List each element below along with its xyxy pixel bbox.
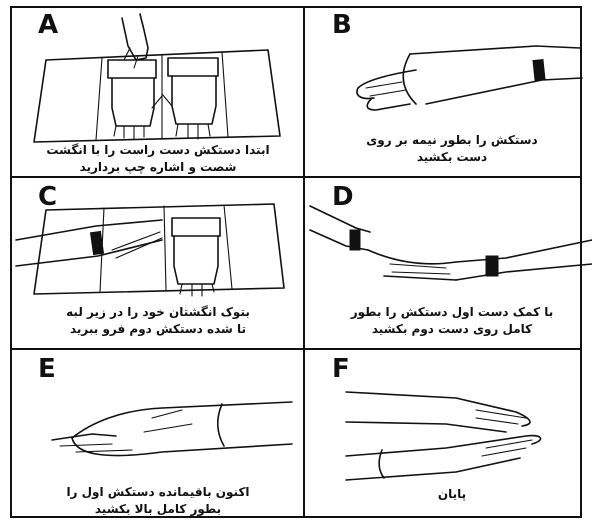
step-caption-d-line1: با کمک دست اول دستکش را بطور: [316, 304, 588, 321]
step-caption-d-line2: کامل روی دست دوم بکشید: [316, 321, 588, 338]
step-panel-b: B دستکش را بطور نیمه بر روی دست بکشید: [306, 8, 592, 178]
step-caption-d: با کمک دست اول دستکش را بطور کامل روی دس…: [316, 304, 588, 338]
step-panel-d: D با کمک دست اول دستکش را بطور کامل روی …: [306, 180, 592, 350]
step-caption-b-line2: دست بکشید: [316, 149, 588, 166]
step-caption-c: بتوک انگشتان خود را در زیر لبه تا شده دس…: [22, 304, 294, 338]
step-caption-a-line2: شصت و اشاره چپ بردارید: [22, 159, 294, 176]
step-letter-c: C: [38, 184, 57, 210]
step-panel-c: C بتوک انگشتان خود را در زیر لبه تا شده …: [12, 180, 304, 350]
step-caption-b: دستکش را بطور نیمه بر روی دست بکشید: [316, 132, 588, 166]
step-caption-f: پایان: [316, 486, 588, 503]
step-caption-b-line1: دستکش را بطور نیمه بر روی: [316, 132, 588, 149]
step-caption-c-line1: بتوک انگشتان خود را در زیر لبه: [22, 304, 294, 321]
step-caption-a-line1: ابتدا دستکش دست راست را با انگشت: [22, 142, 294, 159]
step-letter-d: D: [332, 184, 354, 210]
step-caption-f-line1: پایان: [316, 486, 588, 503]
step-caption-e-line1: اکنون باقیمانده دستکش اول را: [22, 484, 294, 501]
step-caption-e: اکنون باقیمانده دستکش اول را بطور کامل ب…: [22, 484, 294, 518]
step-caption-e-line2: بطور کامل بالا بکشید: [22, 501, 294, 518]
step-letter-e: E: [38, 356, 56, 382]
step-caption-c-line2: تا شده دستکش دوم فرو ببرید: [22, 321, 294, 338]
step-letter-b: B: [332, 12, 352, 38]
step-caption-a: ابتدا دستکش دست راست را با انگشت شصت و ا…: [22, 142, 294, 176]
step-letter-a: A: [38, 12, 58, 38]
step-panel-e: E اکنون باقیمانده دستکش اول را بطور کامل…: [12, 352, 304, 522]
step-letter-f: F: [332, 356, 350, 382]
step-panel-a: A ابتدا دستکش دست راست را با انگشت شصت و…: [12, 8, 304, 178]
step-panel-f: F پایان: [306, 352, 592, 522]
